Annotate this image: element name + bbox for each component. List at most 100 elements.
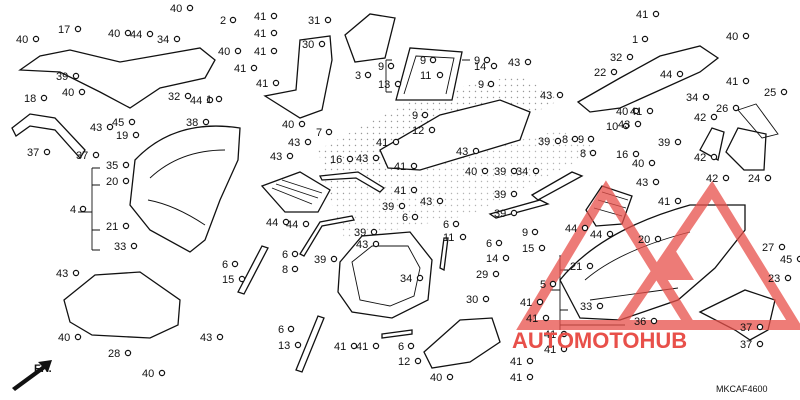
fastener-icon bbox=[586, 262, 594, 270]
leader-group-4 bbox=[78, 167, 100, 251]
fastener-icon bbox=[571, 135, 579, 143]
callout-17: 17 bbox=[58, 24, 70, 36]
fastener-icon bbox=[676, 70, 684, 78]
fastener-icon bbox=[32, 35, 40, 43]
fastener-icon bbox=[234, 47, 242, 55]
callout-9: 9 bbox=[522, 227, 528, 239]
callout-32: 32 bbox=[610, 52, 622, 64]
callout-43: 43 bbox=[356, 153, 368, 165]
fastener-icon bbox=[589, 149, 597, 157]
fastener-icon bbox=[72, 269, 80, 277]
callout-23: 23 bbox=[768, 273, 780, 285]
fastener-icon bbox=[411, 213, 419, 221]
fastener-icon bbox=[302, 220, 310, 228]
callout-40: 40 bbox=[108, 28, 120, 40]
callout-39: 39 bbox=[658, 137, 670, 149]
fastener-icon bbox=[78, 88, 86, 96]
fastener-icon bbox=[596, 302, 604, 310]
callout-39: 39 bbox=[354, 227, 366, 239]
fastener-icon bbox=[524, 58, 532, 66]
callout-30: 30 bbox=[302, 39, 314, 51]
callout-41: 41 bbox=[526, 313, 538, 325]
callout-39: 39 bbox=[314, 254, 326, 266]
callout-40: 40 bbox=[170, 3, 182, 15]
fastener-icon bbox=[270, 29, 278, 37]
callout-15: 15 bbox=[522, 243, 534, 255]
fastener-icon bbox=[330, 255, 338, 263]
callout-20: 20 bbox=[638, 234, 650, 246]
frame-9-inner bbox=[403, 55, 455, 95]
callout-39: 39 bbox=[538, 136, 550, 148]
fastener-icon bbox=[124, 349, 132, 357]
callout-16: 16 bbox=[616, 149, 628, 161]
watermark-text: AUTOMOTOHUB bbox=[512, 328, 687, 353]
callout-39: 39 bbox=[494, 208, 506, 220]
callout-40: 40 bbox=[726, 31, 738, 43]
callout-28: 28 bbox=[108, 348, 120, 360]
callout-40: 40 bbox=[465, 166, 477, 178]
front-direction-label: FR. bbox=[34, 363, 52, 375]
callout-9: 9 bbox=[412, 110, 418, 122]
callout-5: 5 bbox=[540, 279, 546, 291]
fastener-icon bbox=[531, 228, 539, 236]
callout-13: 13 bbox=[278, 340, 290, 352]
fastener-icon bbox=[394, 80, 402, 88]
callout-40: 40 bbox=[16, 34, 28, 46]
callout-1: 1 bbox=[206, 94, 212, 106]
fastener-icon bbox=[429, 56, 437, 64]
callout-14: 14 bbox=[486, 253, 498, 265]
fastener-icon bbox=[472, 147, 480, 155]
callout-6: 6 bbox=[402, 212, 408, 224]
bracket-29 bbox=[423, 317, 501, 369]
fastener-icon bbox=[372, 154, 380, 162]
fastener-icon bbox=[587, 135, 595, 143]
callout-18: 18 bbox=[24, 93, 36, 105]
callout-43: 43 bbox=[618, 119, 630, 131]
callout-7: 7 bbox=[316, 127, 322, 139]
callout-31: 31 bbox=[308, 15, 320, 27]
fastener-icon bbox=[387, 62, 395, 70]
callout-11: 11 bbox=[420, 70, 431, 82]
fastener-icon bbox=[72, 72, 80, 80]
fastener-icon bbox=[610, 68, 618, 76]
fastener-icon bbox=[487, 80, 495, 88]
callout-4: 4 bbox=[70, 204, 76, 216]
callout-38: 38 bbox=[186, 117, 198, 129]
fastener-icon bbox=[74, 333, 82, 341]
fastener-icon bbox=[436, 71, 444, 79]
callout-6: 6 bbox=[398, 341, 404, 353]
watermark-logo bbox=[516, 180, 800, 330]
callout-9: 9 bbox=[378, 61, 384, 73]
callout-41: 41 bbox=[510, 356, 522, 368]
callout-41: 41 bbox=[394, 185, 406, 197]
frame-9 bbox=[395, 47, 463, 101]
callout-13: 13 bbox=[378, 79, 390, 91]
fastener-icon bbox=[291, 265, 299, 273]
callout-6: 6 bbox=[222, 259, 228, 271]
panel-3 bbox=[344, 13, 396, 63]
callout-43: 43 bbox=[540, 90, 552, 102]
fastener-icon bbox=[502, 254, 510, 262]
fastener-icon bbox=[652, 178, 660, 186]
fastener-icon bbox=[756, 340, 764, 348]
callout-34: 34 bbox=[400, 273, 412, 285]
callout-15: 15 bbox=[222, 274, 234, 286]
fastener-icon bbox=[128, 118, 136, 126]
callout-41: 41 bbox=[658, 196, 670, 208]
fastener-icon bbox=[722, 174, 730, 182]
grille-7-lines bbox=[271, 179, 323, 205]
fastener-icon bbox=[270, 47, 278, 55]
callout-36: 36 bbox=[634, 316, 646, 328]
fastener-icon bbox=[780, 88, 788, 96]
fastener-icon bbox=[287, 325, 295, 333]
callout-37: 37 bbox=[27, 147, 39, 159]
callout-39: 39 bbox=[382, 201, 394, 213]
fastener-icon bbox=[74, 25, 82, 33]
fastener-icon bbox=[446, 373, 454, 381]
fastener-icon bbox=[632, 107, 640, 115]
callout-42: 42 bbox=[694, 112, 706, 124]
fastener-icon bbox=[710, 113, 718, 121]
callout-43: 43 bbox=[90, 122, 102, 134]
fastener-icon bbox=[298, 120, 306, 128]
